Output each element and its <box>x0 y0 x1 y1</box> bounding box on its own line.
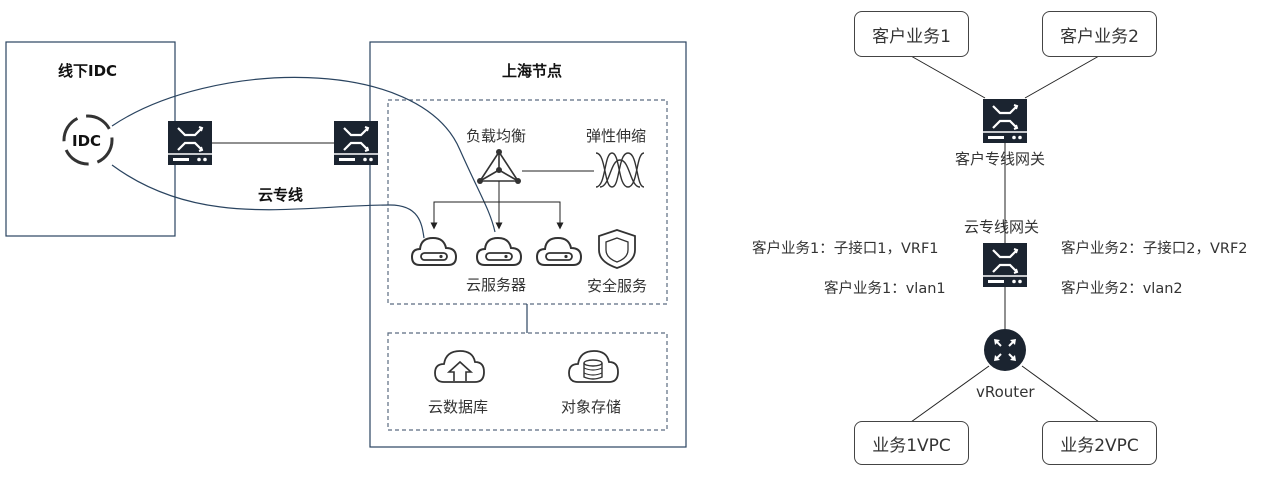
sub-interface-2-label: 客户业务2：子接口2，VRF2 <box>1061 241 1248 257</box>
shanghai-title: 上海节点 <box>502 62 563 80</box>
vlan2-label: 客户业务2：vlan2 <box>1061 281 1183 297</box>
load-balance-label: 负载均衡 <box>466 127 527 145</box>
vpc2-box: 业务2VPC <box>1042 421 1157 465</box>
dedicated-line-lower <box>111 164 425 239</box>
cloud-gateway-icon <box>983 243 1027 287</box>
cloud-database-icon <box>434 350 485 383</box>
customer-gateway-icon <box>983 99 1027 143</box>
elastic-scaling-label: 弹性伸缩 <box>586 127 647 145</box>
idc-box-title: 线下IDC <box>58 62 118 80</box>
cloud-database-label: 云数据库 <box>428 398 489 416</box>
object-storage-icon <box>568 350 619 383</box>
idc-switch-icon <box>168 121 212 165</box>
cloud-server-icon-2 <box>476 237 522 266</box>
vrouter-label: vRouter <box>976 383 1035 401</box>
sub-interface-1-label: 客户业务1：子接口1，VRF1 <box>752 241 939 257</box>
shanghai-box <box>369 41 687 448</box>
node-switch-icon <box>334 121 378 165</box>
vrouter-icon <box>984 329 1026 371</box>
vlan1-label: 客户业务1：vlan1 <box>824 281 946 297</box>
cloud-gateway-label: 云专线网关 <box>964 218 1040 236</box>
customer-biz1-box: 客户业务1 <box>854 11 969 57</box>
cloud-server-icon-3 <box>536 237 582 266</box>
elastic-scaling-icon <box>595 152 645 188</box>
dedicated-line-label: 云专线 <box>258 186 304 204</box>
cloud-server-label: 云服务器 <box>466 276 527 294</box>
vpc1-box: 业务1VPC <box>854 421 969 465</box>
object-storage-label: 对象存储 <box>561 398 622 416</box>
security-service-label: 安全服务 <box>587 277 648 295</box>
right-connectors <box>910 55 1100 423</box>
customer-biz2-box: 客户业务2 <box>1042 11 1157 57</box>
shield-icon <box>598 229 636 269</box>
compute-zone <box>387 99 668 305</box>
idc-icon <box>62 114 114 166</box>
load-balancer-icon <box>478 150 520 182</box>
storage-zone <box>387 332 668 431</box>
idc-icon-text: IDC <box>72 132 102 150</box>
dedicated-line-upper <box>111 76 496 233</box>
lb-distribution-arrows <box>430 181 564 230</box>
cloud-server-icon-1 <box>411 237 457 266</box>
customer-gateway-label: 客户专线网关 <box>955 150 1046 168</box>
